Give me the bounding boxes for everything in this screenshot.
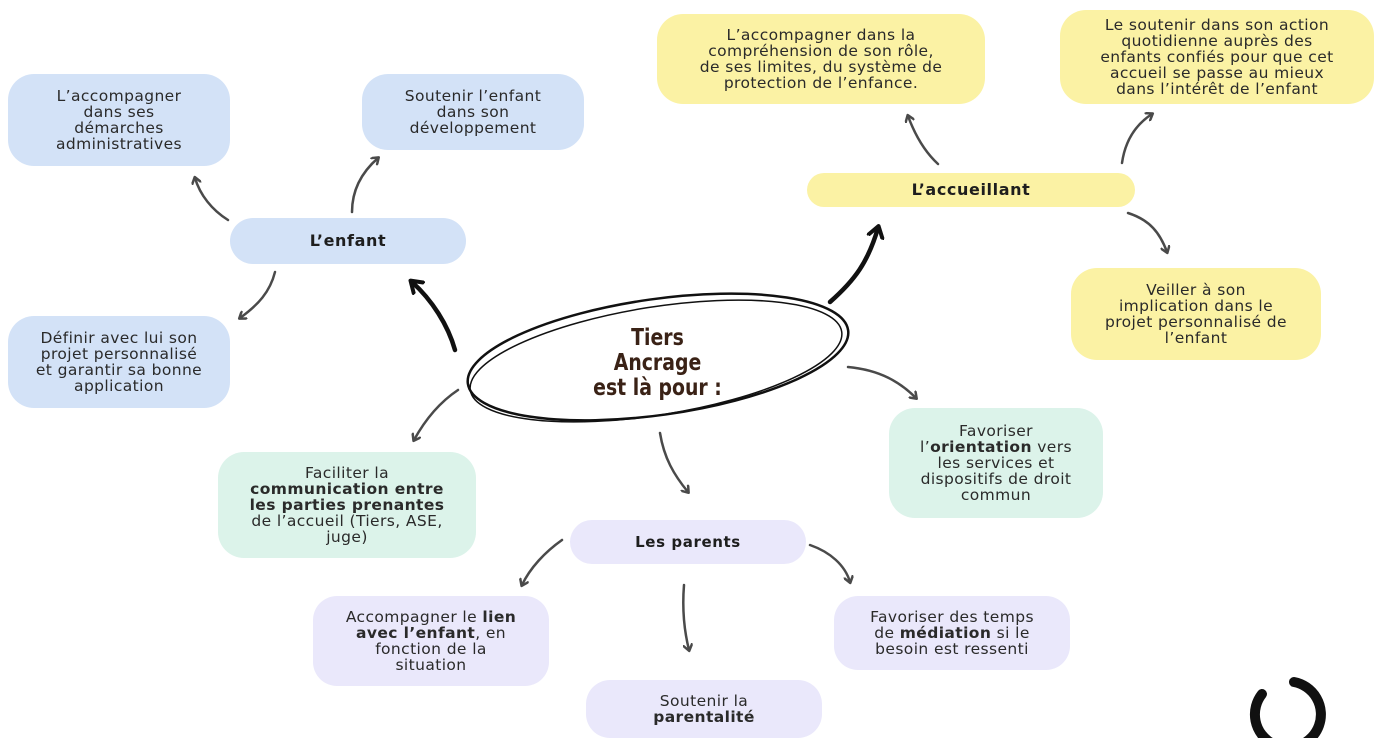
node-line: l’orientation vers (920, 439, 1072, 455)
node-line: quotidienne auprès des (1121, 32, 1313, 50)
orientation-node: Favoriser l’orientation vers les service… (889, 408, 1103, 518)
node-line: besoin est ressenti (875, 640, 1029, 658)
node-line: implication dans le (1118, 297, 1274, 315)
node-line: administratives (55, 135, 183, 153)
bold-keyword: les parties prenantes (249, 496, 445, 514)
node-line: de l’accueil (Tiers, ASE, (251, 512, 443, 530)
logo-ring-icon (1249, 677, 1326, 738)
node-line: dans ses (83, 103, 155, 121)
arrow-enfant-admin (195, 178, 230, 222)
arrow-center-communication (414, 388, 460, 440)
parents-mediation-node: Favoriser des temps de médiation si le b… (834, 596, 1070, 670)
node-line: Définir avec lui son (40, 329, 198, 347)
arrow-accueillant-implication (1126, 211, 1167, 252)
node-line: de médiation si le (874, 625, 1030, 641)
accueillant-role-node: L’accompagner dans la compréhension de s… (657, 14, 985, 104)
text-fragment: de (874, 624, 900, 642)
node-line: application (74, 377, 164, 395)
parents-hub: Les parents (570, 520, 806, 564)
text-fragment: l’ (920, 438, 931, 456)
communication-node: Faciliter la communication entre les par… (218, 452, 476, 558)
node-line: L’accompagner (56, 87, 182, 105)
arrow-enfant-develop (350, 158, 378, 214)
accueillant-soutien-node: Le soutenir dans son action quotidienne … (1060, 10, 1374, 104)
node-line: dans l’intérêt de l’enfant (1116, 80, 1318, 98)
text-fragment: Accompagner le (345, 608, 483, 626)
node-line: fonction de la (375, 640, 487, 658)
arrow-parents-parentalite (681, 583, 689, 650)
node-line: de ses limites, du système de (699, 58, 943, 76)
accueillant-hub-label: L’accueillant (911, 180, 1031, 199)
bold-keyword: communication entre (250, 480, 444, 498)
text-fragment: , en (475, 624, 507, 642)
node-line: développement (409, 119, 537, 137)
parents-parentalite-node: Soutenir la parentalité (586, 680, 822, 738)
node-line: dispositifs de droit (920, 470, 1072, 488)
node-line: avec l’enfant, en (356, 625, 506, 641)
arrow-accueillant-soutien (1120, 114, 1152, 165)
node-line: Faciliter la (305, 464, 389, 482)
node-line: dans son (436, 103, 510, 121)
node-line: enfants confiés pour que cet (1100, 48, 1334, 66)
enfant-develop-node: Soutenir l’enfant dans son développement (362, 74, 584, 150)
center-title-line2: est là pour : (593, 375, 722, 401)
enfant-admin-node: L’accompagner dans ses démarches adminis… (8, 74, 230, 166)
node-line: Favoriser des temps (870, 608, 1034, 626)
bold-keyword: avec l’enfant (355, 624, 476, 642)
text-fragment: vers (1031, 438, 1072, 456)
center-title: Tiers Ancrage est là pour : (586, 326, 730, 401)
accueillant-implication-node: Veiller à son implication dans le projet… (1071, 268, 1321, 360)
node-line: juge) (326, 528, 368, 546)
node-line: démarches (74, 119, 164, 137)
node-line: Soutenir la (659, 692, 749, 710)
node-line: et garantir sa bonne (35, 361, 203, 379)
enfant-projet-node: Définir avec lui son projet personnalisé… (8, 316, 230, 408)
arrow-to-enfant (412, 282, 458, 353)
enfant-hub-label: L’enfant (309, 231, 387, 250)
arrow-parents-mediation (808, 543, 850, 582)
node-line: projet personnalisé (40, 345, 198, 363)
node-line: compréhension de son rôle, (708, 42, 934, 60)
parents-hub-label: Les parents (635, 533, 741, 551)
node-line: Favoriser (959, 422, 1033, 440)
node-line: situation (395, 656, 467, 674)
enfant-hub: L’enfant (230, 218, 466, 264)
node-line: L’accompagner dans la (726, 26, 916, 44)
bold-keyword: médiation (899, 624, 992, 642)
text-fragment: si le (991, 624, 1030, 642)
center-ellipse (466, 292, 850, 423)
node-line: projet personnalisé de (1105, 313, 1287, 331)
node-line: l’enfant (1164, 329, 1228, 347)
center-title-line1: Tiers Ancrage (613, 325, 702, 376)
arrow-center-orientation (846, 365, 916, 398)
node-line: commun (960, 486, 1032, 504)
node-line: protection de l’enfance. (723, 74, 919, 92)
arrow-center-parents (658, 431, 688, 492)
accueillant-hub: L’accueillant (807, 173, 1135, 207)
arrow-parents-lien (522, 538, 564, 585)
node-line: Soutenir l’enfant (404, 87, 542, 105)
node-line: Accompagner le lien (346, 609, 516, 625)
node-line: les services et (937, 454, 1055, 472)
arrow-enfant-projet (240, 270, 277, 318)
arrow-accueillant-role (908, 116, 940, 166)
arrow-to-accueillant (827, 228, 878, 305)
parents-lien-node: Accompagner le lien avec l’enfant, en fo… (313, 596, 549, 686)
node-line: accueil se passe au mieux (1109, 64, 1325, 82)
bold-keyword: orientation (930, 438, 1032, 456)
bold-keyword: lien (482, 608, 517, 626)
node-line: Le soutenir dans son action (1104, 16, 1330, 34)
node-line: Veiller à son (1146, 281, 1246, 299)
bold-keyword: parentalité (653, 708, 755, 726)
